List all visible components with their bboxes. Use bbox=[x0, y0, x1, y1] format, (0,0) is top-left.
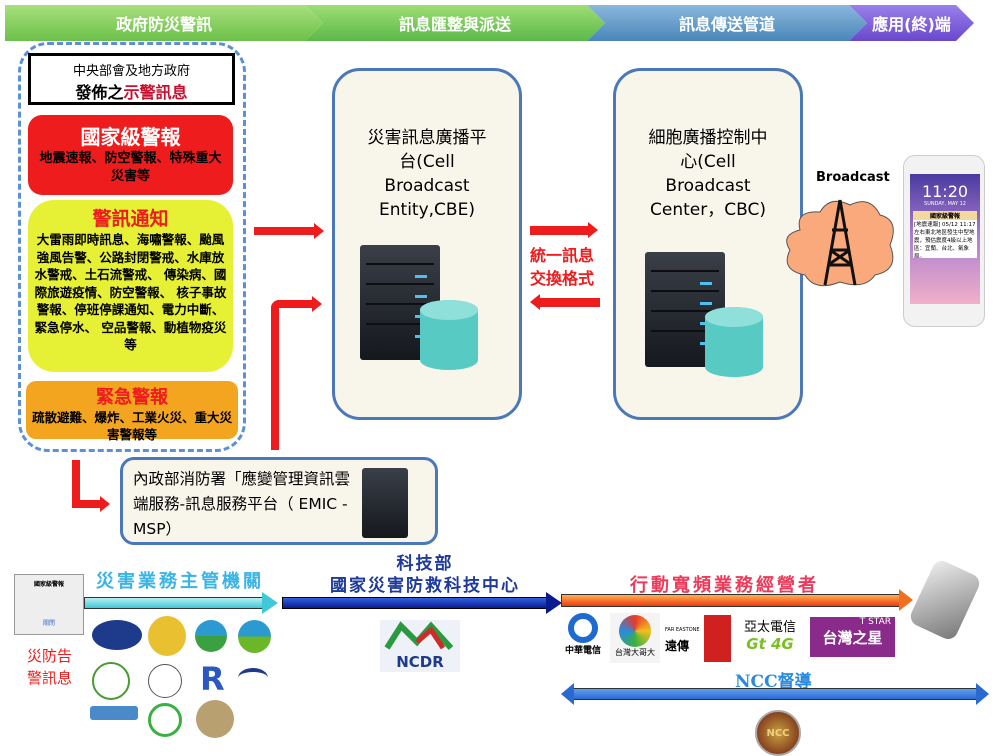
emergency-title: 緊急警報 bbox=[96, 387, 168, 408]
agency-logo-atomic bbox=[148, 664, 182, 698]
operators-label: 行動寬頻業務經營者 bbox=[630, 575, 819, 596]
alert-notice-box: 警訊通知 大雷雨即時訊息、海嘯警報、颱風強風告警、公路封閉警戒、水庫放水警戒、土… bbox=[28, 200, 233, 372]
arrow-emic-right bbox=[271, 300, 313, 308]
tstar-small: T STAR bbox=[859, 617, 891, 627]
fet-small: FAR EASTONE bbox=[665, 627, 700, 633]
operator-cht: 中華電信 bbox=[558, 613, 608, 663]
operator-twm-name: 台灣大哥大 bbox=[615, 648, 655, 657]
gov-alert-group bbox=[18, 42, 246, 452]
arrow-emic-up bbox=[271, 300, 279, 450]
gov-line2-prefix: 發佈之 bbox=[75, 83, 124, 102]
agency-logo-epa bbox=[148, 703, 182, 737]
broadcast-label: Broadcast bbox=[816, 170, 890, 185]
smartphone: 11:20 SUNDAY, MAY 12 國家級警報 [地震速報] 05/12 … bbox=[903, 155, 985, 327]
arrow-to-cbe bbox=[254, 227, 316, 235]
agency-arrow bbox=[84, 597, 264, 609]
agency-logo-fire bbox=[148, 616, 186, 656]
banner-terminal: 應用(終)端 bbox=[849, 5, 974, 41]
arrowhead bbox=[100, 496, 110, 512]
operator-aptg: 亞太電信 Gt 4G bbox=[737, 616, 803, 660]
arrowhead bbox=[561, 683, 574, 705]
operator-aptg-name: 亞太電信 bbox=[743, 620, 796, 635]
operator-fet-name: 遠傳 bbox=[665, 639, 690, 653]
ncdr-mountain-icon bbox=[384, 621, 454, 651]
banner-integration: 訊息匯整與派送 bbox=[305, 5, 605, 41]
arrowhead bbox=[546, 592, 562, 614]
arrowhead bbox=[588, 222, 598, 238]
agency-logo-soil bbox=[238, 620, 271, 653]
ncdr-logo-text: NCDR bbox=[396, 653, 444, 671]
emergency-alert-box: 緊急警報 疏散避難、爆炸、工業火災、重大災害警報等 bbox=[26, 381, 238, 442]
most-name: 科技部 bbox=[396, 554, 454, 574]
notice-label: 災防告警訊息 bbox=[26, 647, 72, 687]
banner-gov-alert: 政府防災警訊 bbox=[5, 5, 323, 41]
ncdr-arrow bbox=[282, 597, 548, 609]
phone-time: 11:20 bbox=[921, 182, 969, 201]
feature-phone-icon bbox=[907, 557, 983, 643]
agency-logo-water bbox=[195, 620, 227, 652]
gov-header-box: 中央部會及地方政府 發佈之示警訊息 bbox=[28, 53, 235, 105]
operator-twm: 台灣大哥大 bbox=[610, 613, 660, 663]
exchange-line2: 交換格式 bbox=[530, 269, 595, 288]
ncc-arrow bbox=[572, 688, 977, 700]
cbc-text: 細胞廣播控制中心(Cell Broadcast Center，CBC) bbox=[648, 128, 768, 220]
arrow-cbc-to-cbe bbox=[540, 298, 600, 307]
cbe-text: 災害訊息廣播平台(Cell Broadcast Entity,CBE) bbox=[367, 128, 487, 220]
alert-desc: 大雷雨即時訊息、海嘯警報、颱風強風告警、公路封閉警戒、水庫放水警戒、土石流警戒、… bbox=[34, 232, 227, 352]
twm-logo-icon bbox=[619, 615, 651, 647]
gov-line1: 中央部會及地方政府 bbox=[72, 64, 190, 79]
operator-cht-name: 中華電信 bbox=[564, 646, 601, 656]
arrowhead bbox=[314, 223, 324, 239]
most-label: 科技部 國家災害防救科技中心 bbox=[280, 553, 570, 597]
alert-title: 警訊通知 bbox=[92, 208, 169, 230]
arrowhead bbox=[899, 589, 913, 611]
phone-date: SUNDAY, MAY 12 bbox=[924, 201, 966, 207]
gov-line2-highlight: 示警訊息 bbox=[123, 83, 188, 102]
ncdr-logo: NCDR bbox=[380, 620, 460, 672]
operator-tstar: T STAR 台灣之星 bbox=[810, 617, 895, 657]
arrowhead bbox=[312, 296, 322, 312]
ncc-logo-text: NCC bbox=[766, 727, 790, 739]
agency-logo-cwb bbox=[92, 620, 142, 650]
broadcast-tower-icon bbox=[786, 199, 894, 287]
agency-label: 災害業務主管機關 bbox=[96, 571, 264, 592]
aptg-small: Gt 4G bbox=[746, 635, 794, 653]
banner-channel: 訊息傳送管道 bbox=[587, 5, 867, 41]
phone-alert-title: 國家級警報 bbox=[913, 211, 977, 220]
notice-card: 國家級警報 關閉 bbox=[14, 574, 84, 635]
arrow-cbe-to-cbc bbox=[530, 226, 590, 235]
ncc-label: NCC督導 bbox=[735, 672, 812, 692]
agency-logo-forestry bbox=[92, 662, 130, 700]
agency-logo-military bbox=[196, 700, 234, 738]
emergency-desc: 疏散避難、爆炸、工業火災、重大災害警報等 bbox=[32, 410, 233, 442]
emic-server-icon bbox=[362, 468, 408, 538]
arrow-to-emic-down bbox=[72, 460, 80, 508]
notice-card-title: 國家級警報 bbox=[33, 581, 64, 588]
exchange-line1: 統一訊息 bbox=[530, 246, 595, 265]
agency-logo-cdc: R bbox=[200, 660, 225, 698]
national-desc: 地震速報、防空警報、特殊重大災害等 bbox=[39, 151, 222, 184]
exchange-label: 統一訊息 交換格式 bbox=[530, 244, 594, 290]
arrowhead bbox=[530, 294, 540, 310]
ncdr-name: 國家災害防救科技中心 bbox=[330, 576, 520, 596]
phone-alert-body: [地震速報] 05/12 11:17左右東北地區發生中型地震，預估震度4級以上地… bbox=[913, 220, 977, 258]
arrowhead bbox=[262, 592, 278, 614]
agency-logo-tourism bbox=[238, 668, 268, 688]
operator-tstar-name: 台灣之星 bbox=[822, 629, 883, 647]
emic-text: 內政部消防署「應變管理資訊雲端服務-訊息服務平台（ EMIC - MSP） bbox=[133, 470, 351, 538]
notice-card-close: 關閉 bbox=[42, 620, 55, 627]
cht-logo-icon bbox=[568, 613, 598, 643]
arrow-to-emic-right bbox=[72, 500, 102, 508]
ncc-logo: NCC bbox=[755, 710, 801, 756]
agency-logo-caa bbox=[90, 706, 138, 720]
operator-fet: FAR EASTONE 遠傳 bbox=[663, 615, 731, 662]
phone-screen: 11:20 SUNDAY, MAY 12 國家級警報 [地震速報] 05/12 … bbox=[910, 174, 980, 304]
national-title: 國家級警報 bbox=[80, 125, 181, 149]
national-alert-box: 國家級警報 地震速報、防空警報、特殊重大災害等 bbox=[28, 115, 233, 195]
arrowhead bbox=[976, 683, 989, 705]
cbe-panel: 災害訊息廣播平台(Cell Broadcast Entity,CBE) bbox=[332, 68, 522, 420]
operators-arrow bbox=[561, 594, 901, 607]
